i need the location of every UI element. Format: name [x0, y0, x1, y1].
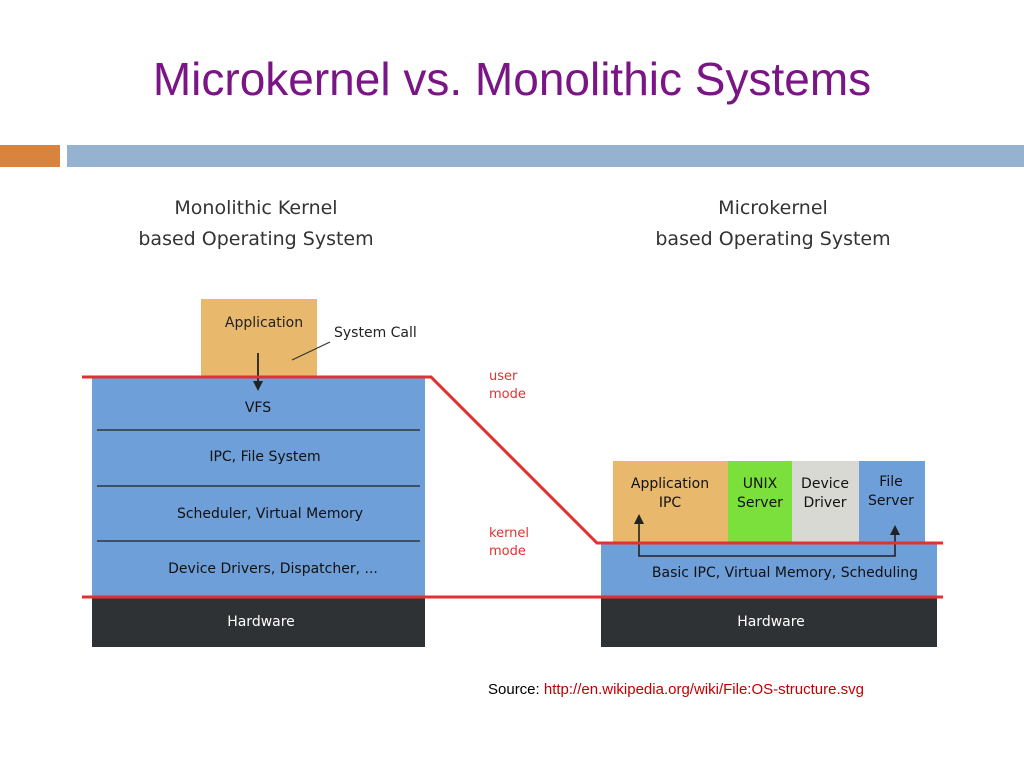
monolithic-hardware-block [92, 598, 425, 647]
layer-scheduler-virtual-memory: Scheduler, Virtual Memory [177, 506, 363, 522]
system-call-label: System Call [334, 325, 417, 341]
server-box-device-driver [792, 461, 859, 543]
server-unix-line1: UNIX [743, 476, 778, 492]
accent-bar-blue [67, 145, 1024, 167]
kernel-mode-label-line1: kernel [489, 526, 529, 541]
server-box-unix-server [728, 461, 792, 543]
kernel-mode-label-line2: mode [489, 544, 526, 559]
microkernel-heading-line2: based Operating System [655, 228, 890, 250]
monolithic-hardware-label: Hardware [227, 614, 295, 630]
server-device-driver-line2: Driver [803, 495, 846, 511]
slide-title: Microkernel vs. Monolithic Systems [152, 53, 872, 105]
server-box-file-server [859, 461, 925, 543]
server-application-ipc-line1: Application [631, 476, 709, 492]
user-mode-label-line2: mode [489, 387, 526, 402]
server-box-application-ipc [613, 461, 728, 543]
microkernel-heading-line1: Microkernel [718, 197, 828, 219]
source-link[interactable]: http://en.wikipedia.org/wiki/File:OS-str… [543, 681, 864, 698]
server-file-line1: File [879, 474, 902, 490]
ipc-arrowhead-right [890, 525, 900, 535]
monolithic-application-box [201, 299, 317, 377]
source-citation: Source: http://en.wikipedia.org/wiki/Fil… [488, 681, 864, 698]
microkernel-kernel-block [601, 543, 937, 596]
server-application-ipc-line2: IPC [659, 495, 682, 511]
server-device-driver-line1: Device [801, 476, 849, 492]
source-label: Source: [488, 681, 540, 698]
microkernel-hardware-label: Hardware [737, 614, 805, 630]
monolithic-application-label: Application [225, 315, 303, 331]
accent-bar-orange [0, 145, 60, 167]
system-call-pointer [291, 341, 331, 361]
layer-ipc-file-system: IPC, File System [209, 449, 320, 465]
microkernel-kernel-label: Basic IPC, Virtual Memory, Scheduling [652, 565, 918, 581]
ipc-arrowhead-left [634, 514, 644, 524]
layer-device-drivers: Device Drivers, Dispatcher, ... [168, 561, 378, 577]
microkernel-hardware-block [601, 598, 937, 647]
user-kernel-mode-boundary [82, 375, 943, 545]
monolithic-heading-line2: based Operating System [138, 228, 373, 250]
ipc-arrow [638, 523, 896, 557]
server-unix-line2: Server [737, 495, 783, 511]
monolithic-heading-line1: Monolithic Kernel [174, 197, 337, 219]
server-file-line2: Server [868, 493, 914, 509]
layer-vfs: VFS [245, 400, 271, 416]
user-mode-label-line1: user [489, 369, 518, 384]
